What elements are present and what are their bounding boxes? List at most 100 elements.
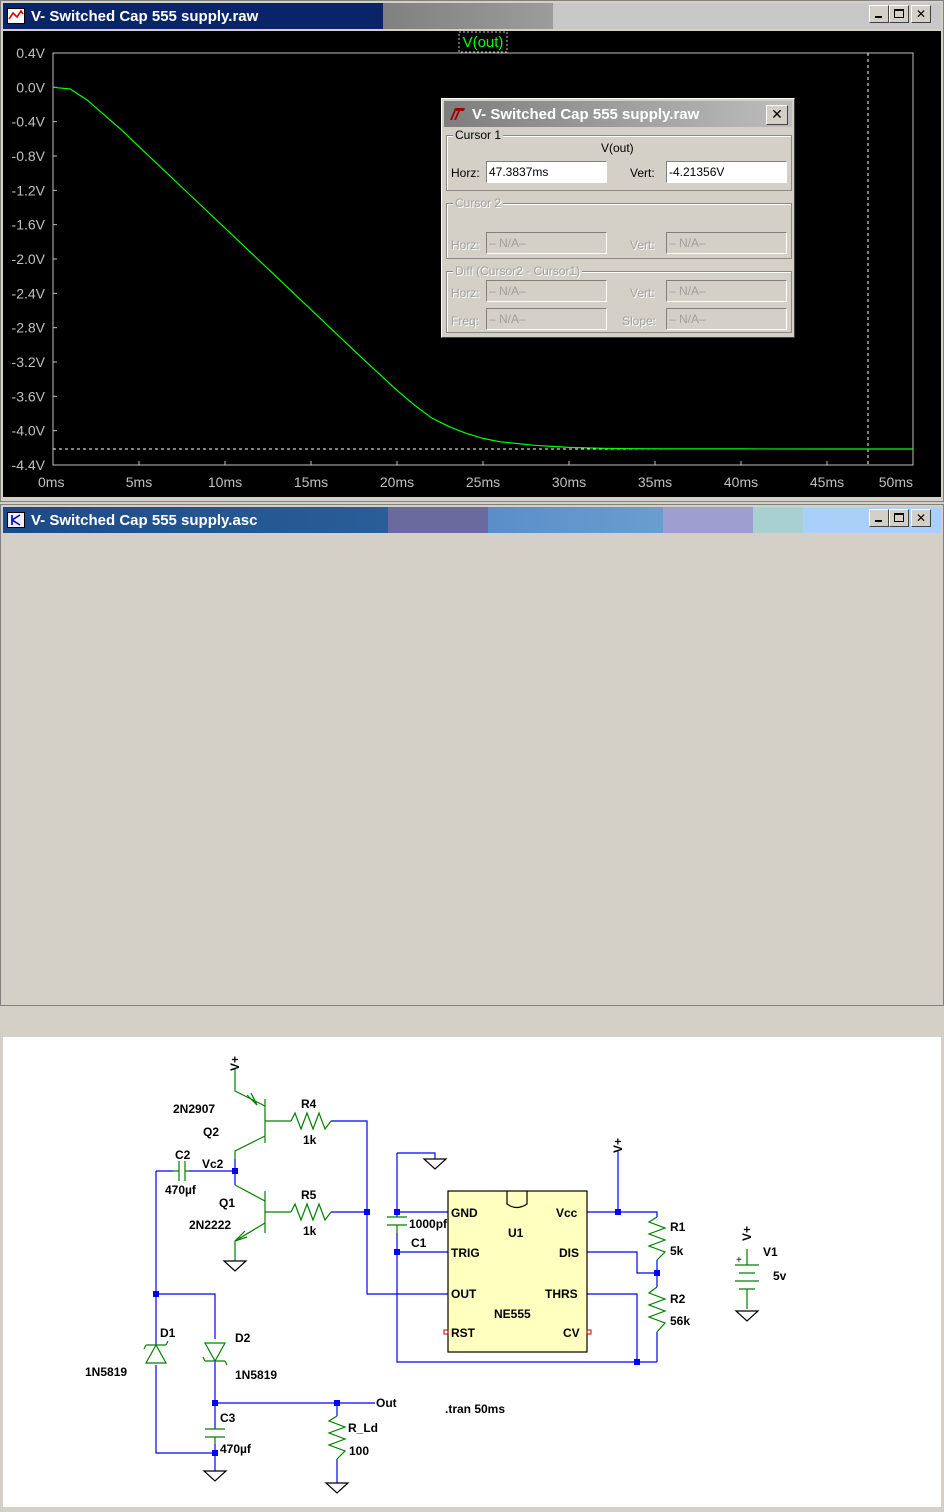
cursor-dialog-close-button[interactable]: ✕ bbox=[766, 105, 788, 125]
cursor1-vert-label: Vert: bbox=[630, 166, 655, 180]
waveform-plot[interactable]: 0.4V0.0V-0.4V-0.8V-1.2V-1.6V-2.0V-2.4V-2… bbox=[3, 31, 941, 497]
y-tick-label: -0.4V bbox=[12, 114, 46, 130]
cursor-dialog-titlebar[interactable]: V- Switched Cap 555 supply.raw ✕ bbox=[444, 101, 792, 127]
trace-vout bbox=[52, 86, 913, 450]
schematic-minimize-button[interactable] bbox=[869, 509, 889, 527]
schematic-window: V- Switched Cap 555 supply.asc ✕ bbox=[0, 504, 944, 1507]
y-tick-label: -4.0V bbox=[12, 423, 46, 439]
cursor2-label: Cursor 2 bbox=[453, 196, 504, 210]
schematic-app-icon bbox=[7, 511, 25, 529]
y-tick-label: -3.2V bbox=[12, 354, 46, 370]
c2-value: 470µf bbox=[165, 1183, 197, 1197]
c2-label: C2 bbox=[175, 1148, 191, 1162]
cursor2-horz-label: Horz: bbox=[451, 238, 480, 252]
diff-group: Diff (Cursor2 - Cursor1) Horz: – N/A– Ve… bbox=[446, 264, 792, 333]
tran-directive: .tran 50ms bbox=[445, 1402, 505, 1416]
vplus-label-top: V+ bbox=[228, 1056, 242, 1071]
ltspice-logo-icon bbox=[448, 105, 466, 123]
r4-label: R4 bbox=[301, 1097, 317, 1111]
cursor1-horz-field[interactable]: 47.3837ms bbox=[486, 161, 607, 183]
vc2-label: Vc2 bbox=[202, 1157, 224, 1171]
y-tick-label: -2.8V bbox=[12, 320, 46, 336]
diff-slope-field: – N/A– bbox=[666, 308, 787, 330]
waveform-titlebar[interactable]: V- Switched Cap 555 supply.raw bbox=[3, 3, 941, 29]
diff-freq-field: – N/A– bbox=[486, 308, 607, 330]
vplus-label-v1: V+ bbox=[740, 1226, 754, 1241]
out-pin-label: OUT bbox=[451, 1287, 477, 1301]
c1-value: 1000pf bbox=[409, 1217, 448, 1231]
y-tick-label: -1.6V bbox=[12, 217, 46, 233]
maximize-button[interactable] bbox=[889, 5, 909, 23]
gnd-pin-label: GND bbox=[451, 1206, 478, 1220]
minimize-button[interactable] bbox=[869, 5, 889, 23]
part-label: NE555 bbox=[494, 1307, 531, 1321]
r2-label: R2 bbox=[670, 1292, 686, 1306]
rld-label: R_Ld bbox=[348, 1421, 378, 1435]
c1-label: C1 bbox=[411, 1236, 427, 1250]
x-tick-label: 20ms bbox=[380, 474, 414, 490]
close-button[interactable]: ✕ bbox=[911, 5, 931, 23]
cursor2-vert-field: – N/A– bbox=[666, 232, 787, 254]
cursor-dialog: V- Switched Cap 555 supply.raw ✕ Cursor … bbox=[441, 98, 795, 338]
x-tick-label: 50ms bbox=[879, 474, 913, 490]
trace-label-box[interactable] bbox=[458, 31, 508, 53]
cursor1-horz-label: Horz: bbox=[451, 166, 480, 180]
components bbox=[143, 1069, 759, 1460]
cursor2-horz-field: – N/A– bbox=[486, 232, 607, 254]
diff-label: Diff (Cursor2 - Cursor1) bbox=[453, 264, 583, 278]
y-tick-label: -0.8V bbox=[12, 148, 46, 164]
waveform-window: V- Switched Cap 555 supply.raw ✕ 0.4V 0.0… bbox=[0, 0, 944, 502]
schematic-canvas[interactable]: V+ 2N2907 Q2 R4 1k C2 Vc2 470µf Q1 2N222… bbox=[3, 1037, 941, 1507]
c3-value: 470µf bbox=[220, 1442, 252, 1456]
c3-label: C3 bbox=[220, 1411, 236, 1425]
out-net-label: Out bbox=[376, 1396, 397, 1410]
d2-label: D2 bbox=[235, 1331, 251, 1345]
schematic-window-title: V- Switched Cap 555 supply.asc bbox=[31, 511, 258, 529]
d1-model-label: 1N5819 bbox=[85, 1365, 127, 1379]
schematic-labels: V+ 2N2907 Q2 R4 1k C2 Vc2 470µf Q1 2N222… bbox=[85, 1056, 787, 1458]
x-tick-label: 35ms bbox=[638, 474, 672, 490]
rst-pin-label: RST bbox=[451, 1326, 476, 1340]
q2-model-label: 2N2907 bbox=[173, 1102, 215, 1116]
dis-pin-label: DIS bbox=[559, 1246, 579, 1260]
y-tick-label: 0.0V bbox=[16, 79, 45, 95]
cursor1-trace-name: V(out) bbox=[601, 141, 634, 155]
r4-value: 1k bbox=[303, 1133, 317, 1147]
x-tick-label: 30ms bbox=[552, 474, 586, 490]
trig-pin-label: TRIG bbox=[451, 1246, 480, 1260]
y-tick-label: 0.4V bbox=[16, 45, 45, 61]
cursor1-vert-field[interactable]: -4.21356V bbox=[666, 161, 787, 183]
y-tick-label: -3.6V bbox=[12, 388, 46, 404]
diff-vert-field: – N/A– bbox=[666, 280, 787, 302]
schematic-close-button[interactable]: ✕ bbox=[911, 509, 931, 527]
q1-label: Q1 bbox=[219, 1196, 235, 1210]
q1-model-label: 2N2222 bbox=[189, 1218, 231, 1232]
schematic-titlebar[interactable]: V- Switched Cap 555 supply.asc bbox=[3, 507, 941, 533]
diff-slope-label: Slope: bbox=[622, 314, 657, 328]
diff-freq-label: Freq: bbox=[451, 314, 480, 328]
d2-model-label: 1N5819 bbox=[235, 1368, 277, 1382]
y-tick-label: -2.0V bbox=[12, 251, 46, 267]
waveform-window-title: V- Switched Cap 555 supply.raw bbox=[31, 7, 259, 25]
y-tick-label: -4.4V bbox=[12, 457, 46, 473]
y-tick-label: -1.2V bbox=[12, 182, 46, 198]
x-tick-label: 25ms bbox=[466, 474, 500, 490]
r5-value: 1k bbox=[303, 1224, 317, 1238]
thrs-pin-label: THRS bbox=[545, 1287, 578, 1301]
vcc-pin-label: Vcc bbox=[556, 1206, 578, 1220]
r1-value: 5k bbox=[670, 1244, 684, 1258]
x-tick-label: 10ms bbox=[208, 474, 242, 490]
r5-label: R5 bbox=[301, 1188, 317, 1202]
cursor1-group: Cursor 1 V(out) Horz: 47.3837ms Vert: -4… bbox=[446, 128, 792, 191]
cursor2-group: Cursor 2 Horz: – N/A– Vert: – N/A– bbox=[446, 196, 792, 259]
schematic-maximize-button[interactable] bbox=[889, 509, 909, 527]
trace-label[interactable]: V(out) bbox=[463, 34, 504, 51]
rld-value: 100 bbox=[349, 1444, 369, 1458]
cursor2-vert-label: Vert: bbox=[630, 238, 655, 252]
diff-vert-label: Vert: bbox=[630, 286, 655, 300]
x-tick-label: 45ms bbox=[810, 474, 844, 490]
q2-label: Q2 bbox=[203, 1125, 219, 1139]
diff-horz-field: – N/A– bbox=[486, 280, 607, 302]
cursor-dialog-title: V- Switched Cap 555 supply.raw bbox=[472, 105, 700, 123]
